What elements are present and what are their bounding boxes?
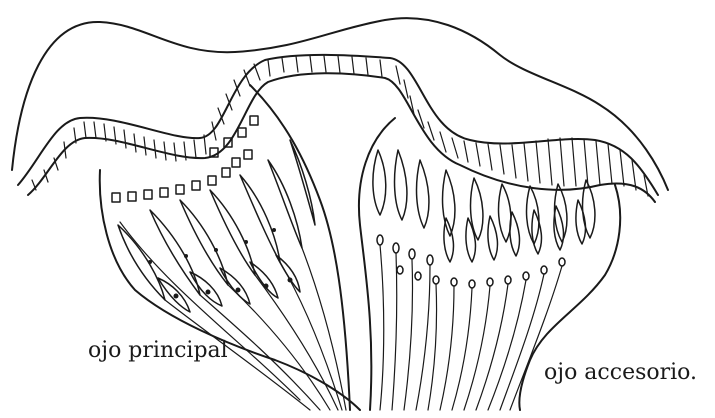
principal-eye-right-outline xyxy=(250,85,350,410)
principal-eye-outline xyxy=(100,170,360,410)
cornea-hatching xyxy=(32,56,648,196)
label-ojo-accesorio: ojo accesorio. xyxy=(544,360,697,385)
cornea-top xyxy=(18,55,658,195)
accessory-eye-left-outline xyxy=(359,118,395,410)
outer-cuticle-outline xyxy=(12,18,668,190)
cornea-bottom xyxy=(28,73,655,202)
accessory-lower-cells xyxy=(444,200,586,262)
label-ojo-principal: ojo principal xyxy=(88,338,228,363)
principal-pigment-row xyxy=(112,116,258,202)
principal-nuclei xyxy=(148,228,293,299)
principal-lower-cells xyxy=(158,255,300,312)
accessory-nerve-fibers xyxy=(380,245,562,410)
principal-nerve-fibers xyxy=(120,222,346,410)
principal-retinal-cells xyxy=(118,140,315,300)
